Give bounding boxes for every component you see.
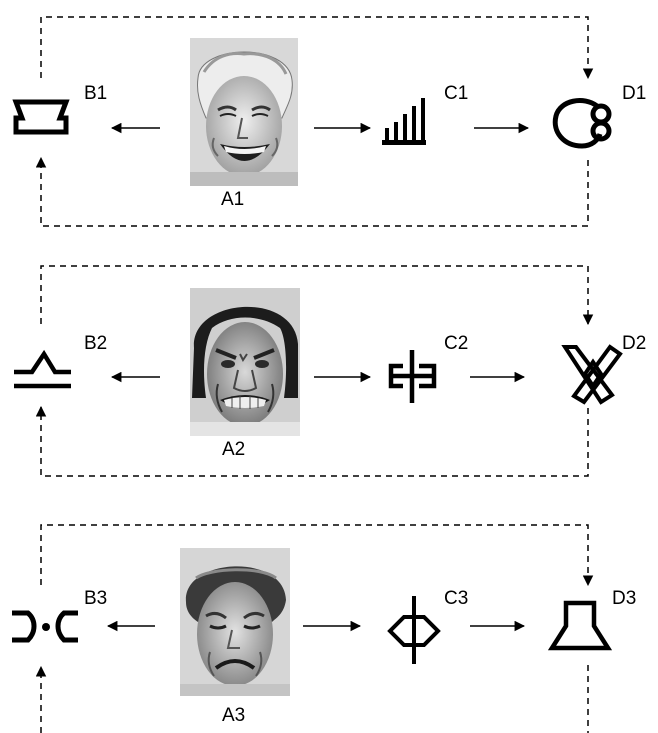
hexagon-on-pole-icon bbox=[387, 596, 441, 664]
split-box-on-pole-icon bbox=[388, 350, 437, 403]
label-a3: A3 bbox=[222, 705, 246, 726]
facing-brackets-dot-icon bbox=[12, 610, 78, 643]
label-a1: A1 bbox=[221, 189, 245, 210]
row1-top-dashed-connector bbox=[40, 16, 594, 80]
ascending-bars-icon bbox=[382, 98, 426, 145]
label-b2: B2 bbox=[84, 333, 108, 354]
label-d3: D3 bbox=[612, 588, 637, 609]
flask-icon bbox=[547, 600, 613, 651]
label-c1: C1 bbox=[444, 83, 469, 104]
label-b1: B1 bbox=[84, 83, 108, 104]
crossed-diamonds-icon bbox=[561, 344, 623, 405]
face-photo-a2 bbox=[190, 288, 300, 436]
arch-on-base-icon bbox=[14, 349, 71, 389]
label-d2: D2 bbox=[622, 333, 647, 354]
row2-top-dashed-connector bbox=[40, 265, 594, 326]
row1-bottom-dashed-connector bbox=[35, 156, 589, 227]
label-c3: C3 bbox=[444, 588, 469, 609]
face-photo-a3 bbox=[180, 548, 290, 696]
notched-trapezoid-block-icon bbox=[12, 99, 70, 135]
round-skull-face-icon bbox=[552, 98, 612, 149]
face-photo-a1 bbox=[190, 38, 298, 186]
row2-bottom-dashed-connector bbox=[35, 405, 589, 477]
label-c2: C2 bbox=[444, 333, 469, 354]
label-b3: B3 bbox=[84, 588, 108, 609]
bracket-center-dot bbox=[42, 623, 50, 631]
row3-top-dashed-connector bbox=[40, 524, 594, 587]
label-d1: D1 bbox=[622, 83, 647, 104]
label-a2: A2 bbox=[222, 439, 246, 460]
